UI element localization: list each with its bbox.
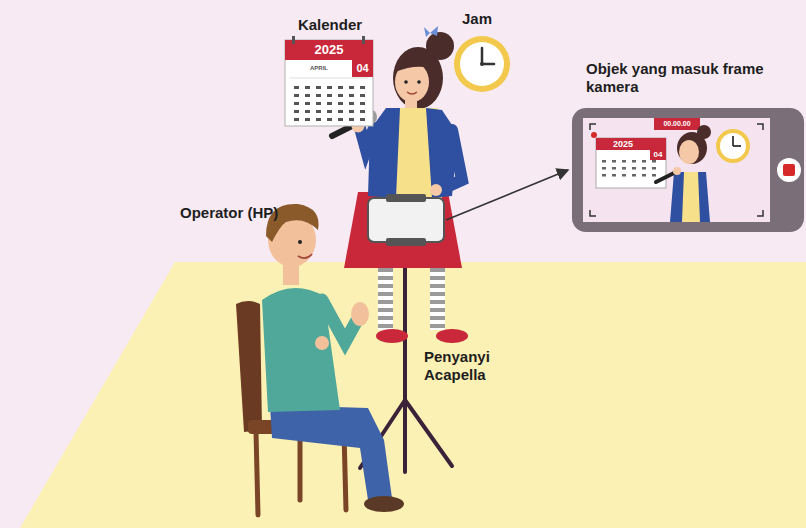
clock-icon [454,36,510,92]
camera-frame-node: Objek yang masuk frame kamera 00.00.00 202… [570,60,806,240]
floor [20,262,806,528]
operator-label: Operator (HP) [180,204,310,222]
clock-label: Jam [462,10,522,28]
calendar-title: Kalender [282,16,378,33]
phone-on-tripod [368,194,444,246]
leader-arrow [446,170,568,220]
record-timer: 00.00.00 [654,119,700,129]
singer-girl [332,26,468,343]
singer-label: Penyanyi Acapella [424,348,514,384]
calendar-month: APRIL [288,64,350,72]
calendar-node: Kalender 2025APRIL04 [282,10,378,128]
mini-calendar-day: 04 [650,150,666,160]
operator-boy [236,204,404,515]
calendar-year: 2025 [285,42,373,58]
frame-heading: Objek yang masuk frame kamera [586,60,802,96]
mini-calendar-year: 2025 [596,139,650,150]
calendar-day: 04 [352,62,373,75]
